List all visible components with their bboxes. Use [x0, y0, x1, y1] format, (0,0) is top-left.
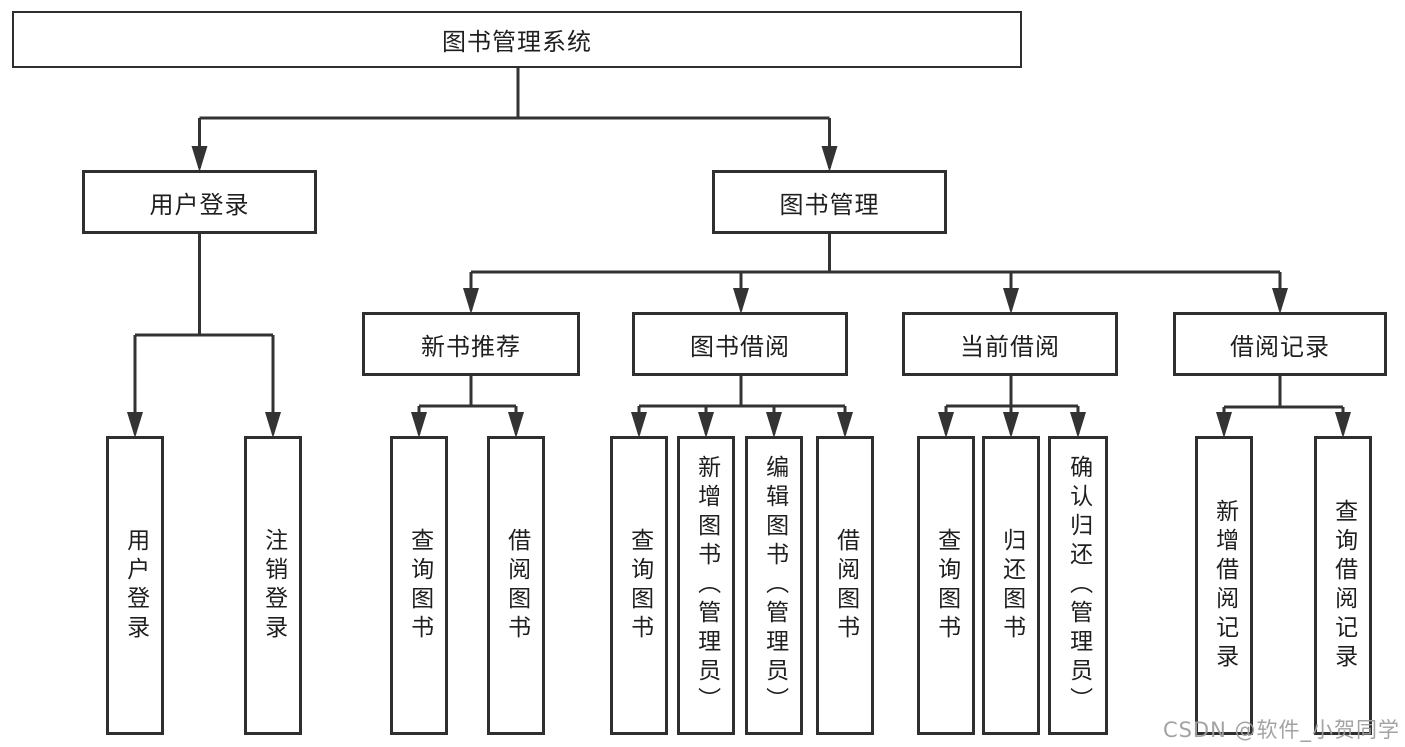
leaf-edit-books-admin: 编辑图书（管理员） — [745, 436, 803, 735]
leaf-query-books-under-current: 查询图书 — [917, 436, 975, 735]
connector-new-books-branch — [411, 376, 524, 438]
arrowhead-down-icon — [127, 412, 281, 438]
connector-current-borrow-branch — [938, 376, 1086, 438]
connector-root-to-level2 — [191, 68, 838, 172]
leaf-add-books-admin: 新增图书（管理员） — [677, 436, 735, 735]
arrowhead-down-icon — [631, 412, 853, 438]
connector-book-borrow-branch — [631, 376, 853, 438]
node-book-borrowing: 图书借阅 — [632, 312, 848, 376]
node-library-management-system: 图书管理系统 — [12, 11, 1022, 68]
leaf-query-books-under-recommend: 查询图书 — [390, 436, 448, 735]
leaf-query-books-under-borrowing: 查询图书 — [610, 436, 668, 735]
leaf-borrow-books-under-borrowing: 借阅图书 — [816, 436, 874, 735]
connector-book-mgmt-branch — [463, 234, 1288, 314]
leaf-return-books: 归还图书 — [982, 436, 1040, 735]
connector-user-login-branch — [127, 234, 281, 438]
leaf-add-borrow-record: 新增借阅记录 — [1195, 436, 1253, 735]
arrowhead-down-icon — [938, 412, 1086, 438]
csdn-watermark: CSDN @软件_小贺同学 — [1162, 718, 1400, 742]
arrowhead-down-icon — [1216, 412, 1351, 438]
leaf-query-borrow-record: 查询借阅记录 — [1314, 436, 1372, 735]
node-book-management: 图书管理 — [712, 170, 947, 234]
connector-borrow-records-branch — [1216, 376, 1351, 438]
leaf-borrow-books-under-recommend: 借阅图书 — [487, 436, 545, 735]
arrowhead-down-icon — [463, 288, 1288, 314]
node-user-login: 用户登录 — [82, 170, 317, 234]
leaf-user-login: 用户登录 — [106, 436, 164, 735]
node-borrow-records: 借阅记录 — [1173, 312, 1387, 376]
node-new-book-recommendation: 新书推荐 — [362, 312, 580, 376]
node-current-borrowing: 当前借阅 — [902, 312, 1118, 376]
arrowhead-down-icon — [191, 146, 838, 172]
leaf-logout-login: 注销登录 — [244, 436, 302, 735]
leaf-confirm-return-admin: 确认归还（管理员） — [1048, 436, 1108, 735]
arrowhead-down-icon — [411, 412, 524, 438]
